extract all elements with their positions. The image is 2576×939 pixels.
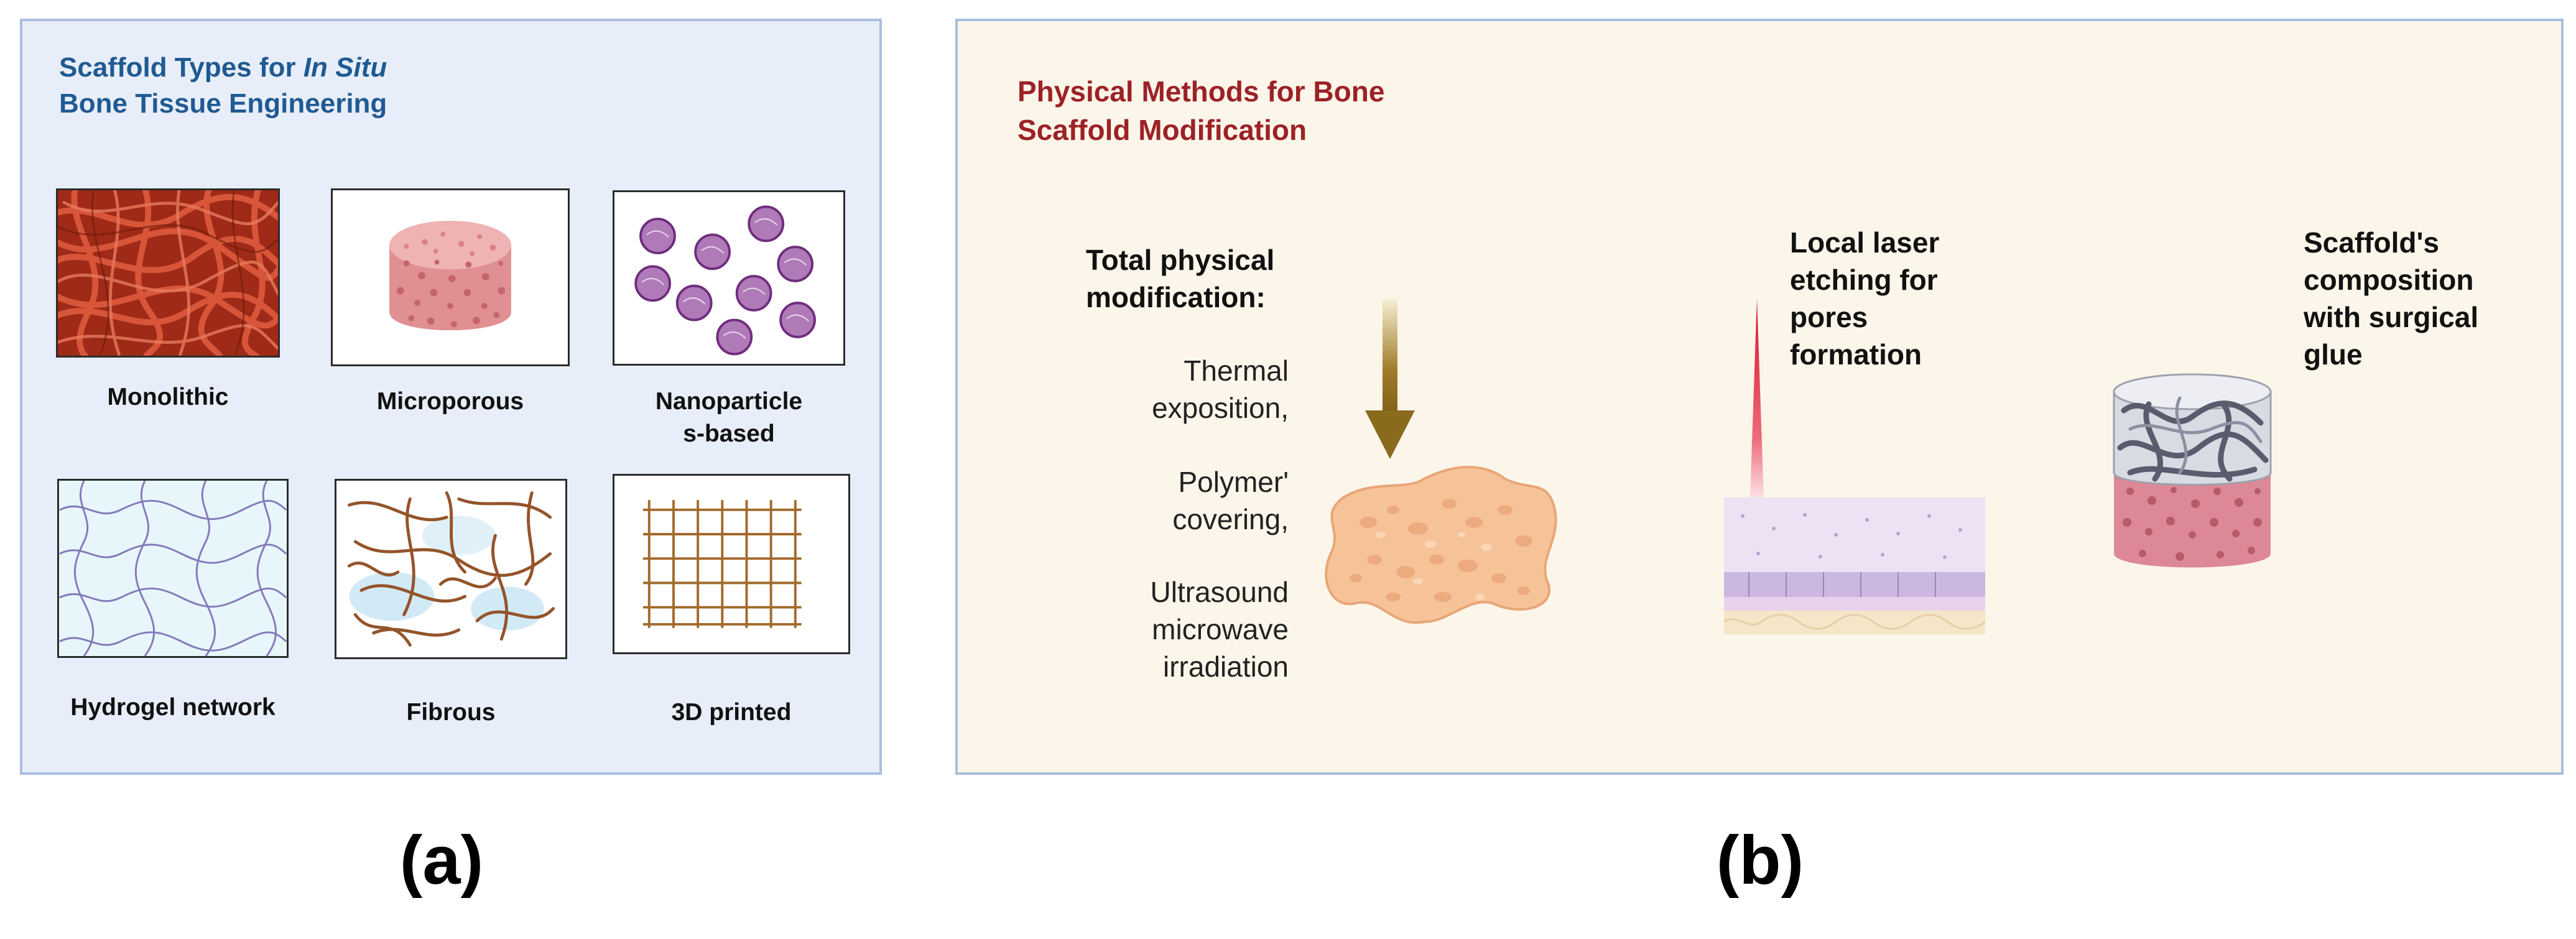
method-thermal-line1: Thermal — [1184, 354, 1289, 387]
panel-a-title-line2: Bone Tissue Engineering — [59, 88, 387, 119]
method-ultrasound-line3: irradiation — [1163, 650, 1289, 683]
panel-a-title-prefix: Scaffold Types for — [59, 52, 303, 83]
bone-fragment-image — [1325, 466, 1557, 624]
method-ultrasound-line2: microwave — [1152, 613, 1289, 645]
laser-etching-line2: etching for — [1790, 264, 1938, 296]
total-modification-heading: Total physical modification: — [1086, 241, 1397, 316]
tissue-layers-image — [1724, 497, 1985, 634]
fibrous-scaffold-image — [335, 479, 567, 659]
hydrogel-network-image — [57, 479, 289, 658]
scaffold-label-hydrogel: Hydrogel network — [70, 694, 276, 721]
laser-etching-line4: formation — [1790, 338, 1922, 371]
laser-etching-heading: Local laser etching for pores formation — [1790, 224, 2039, 373]
laser-etching-line3: pores — [1790, 301, 1868, 333]
method-polymer: Polymer' covering, — [1057, 463, 1289, 538]
panel-a-title: Scaffold Types for In Situ Bone Tissue E… — [59, 50, 619, 122]
panel-b-title-line2: Scaffold Modification — [1017, 114, 1307, 146]
scaffold-label-microporous: Microporous — [376, 388, 524, 415]
figure-label-a: (a) — [399, 822, 484, 899]
figure-label-b: (b) — [1716, 822, 1804, 899]
nanoparticles-scaffold-image — [613, 190, 845, 366]
method-ultrasound: Ultrasound microwave irradiation — [1057, 573, 1289, 685]
method-polymer-line2: covering, — [1172, 503, 1289, 535]
down-arrow-icon — [1365, 298, 1415, 459]
scaffold-label-fibrous: Fibrous — [406, 699, 496, 726]
scaffold-label-nanoparticles: Nanoparticles-based — [613, 386, 845, 450]
composite-heading: Scaffold's composition with surgical glu… — [2304, 224, 2552, 373]
composite-line2: composition — [2304, 264, 2474, 296]
scaffold-label-nanoparticles-text: Nanoparticles-based — [655, 388, 803, 447]
composite-line1: Scaffold's — [2304, 226, 2439, 259]
panel-a-title-italic: In Situ — [303, 52, 387, 83]
monolithic-scaffold-image — [56, 188, 280, 358]
composite-line4: glue — [2304, 338, 2363, 371]
panel-b-title-line1: Physical Methods for Bone — [1017, 75, 1385, 108]
laser-etching-line1: Local laser — [1790, 226, 1940, 259]
method-thermal-line2: exposition, — [1152, 392, 1289, 424]
microporous-scaffold-image — [331, 188, 570, 366]
method-ultrasound-line1: Ultrasound — [1150, 576, 1289, 608]
scaffold-label-monolithic: Monolithic — [107, 384, 229, 410]
laser-beam-icon — [1750, 298, 1764, 497]
composite-scaffold-image — [2113, 373, 2272, 568]
total-modification-heading-line2: modification: — [1086, 281, 1266, 313]
panel-b-title: Physical Methods for Bone Scaffold Modif… — [1017, 72, 1577, 149]
3d-printed-scaffold-image — [613, 474, 850, 654]
total-modification-heading-line1: Total physical — [1086, 244, 1275, 276]
method-polymer-line1: Polymer' — [1178, 466, 1289, 498]
method-thermal: Thermal exposition, — [1057, 352, 1289, 427]
composite-line3: with surgical — [2304, 301, 2479, 333]
scaffold-label-3d-printed: 3D printed — [671, 699, 792, 726]
